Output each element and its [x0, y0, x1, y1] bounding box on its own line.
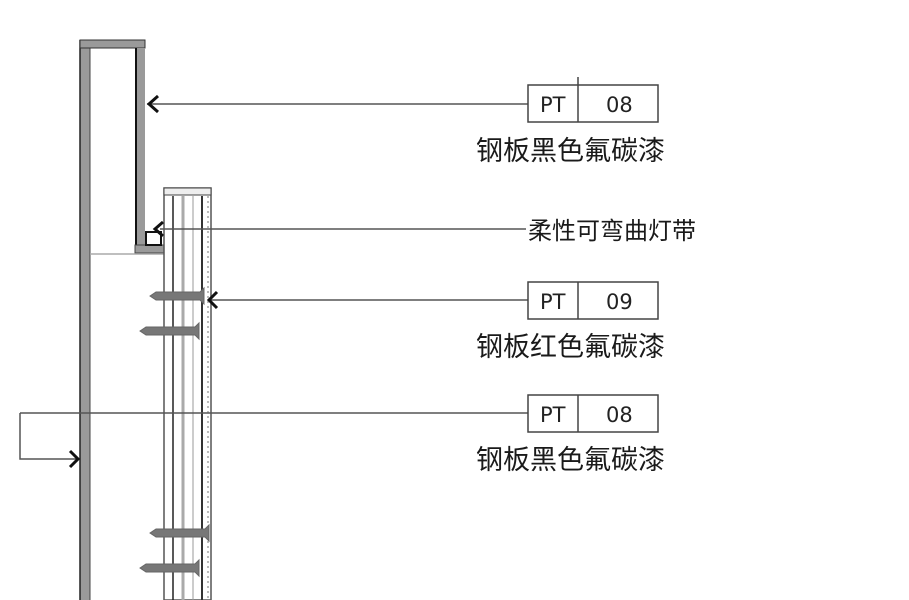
callout-tag-3: PT 08 钢板黑色氟碳漆 [476, 394, 665, 476]
material-label: 钢板黑色氟碳漆 [476, 445, 665, 476]
steel-frame [79, 39, 183, 600]
arrow-icon [68, 449, 81, 469]
screw [149, 523, 210, 543]
callout-tag-2: PT 09 钢板红色氟碳漆 [476, 281, 665, 363]
callout-led: 柔性可弯曲灯带 [526, 214, 736, 245]
screws [139, 286, 210, 578]
arrow-heads [68, 94, 219, 469]
leader-lines [19, 103, 528, 460]
screw [139, 558, 200, 578]
tag-number: 09 [606, 290, 633, 314]
material-label: 钢板红色氟碳漆 [476, 332, 665, 363]
arrow-icon [146, 94, 159, 114]
screw [139, 321, 200, 341]
screw [149, 286, 205, 306]
cladding-panel [163, 187, 212, 600]
material-label: 钢板黑色氟碳漆 [476, 136, 665, 167]
tag-code: PT [540, 403, 566, 427]
led-strip [145, 231, 162, 246]
material-label: 柔性可弯曲灯带 [528, 217, 696, 245]
arrow-icon [206, 290, 219, 310]
tag-number: 08 [606, 93, 633, 117]
tag-code: PT [540, 290, 566, 314]
tag-number: 08 [606, 403, 633, 427]
callout-tag-1: PT 08 钢板黑色氟碳漆 [476, 77, 665, 167]
arrow-icon [152, 220, 164, 238]
tag-code: PT [540, 93, 566, 117]
